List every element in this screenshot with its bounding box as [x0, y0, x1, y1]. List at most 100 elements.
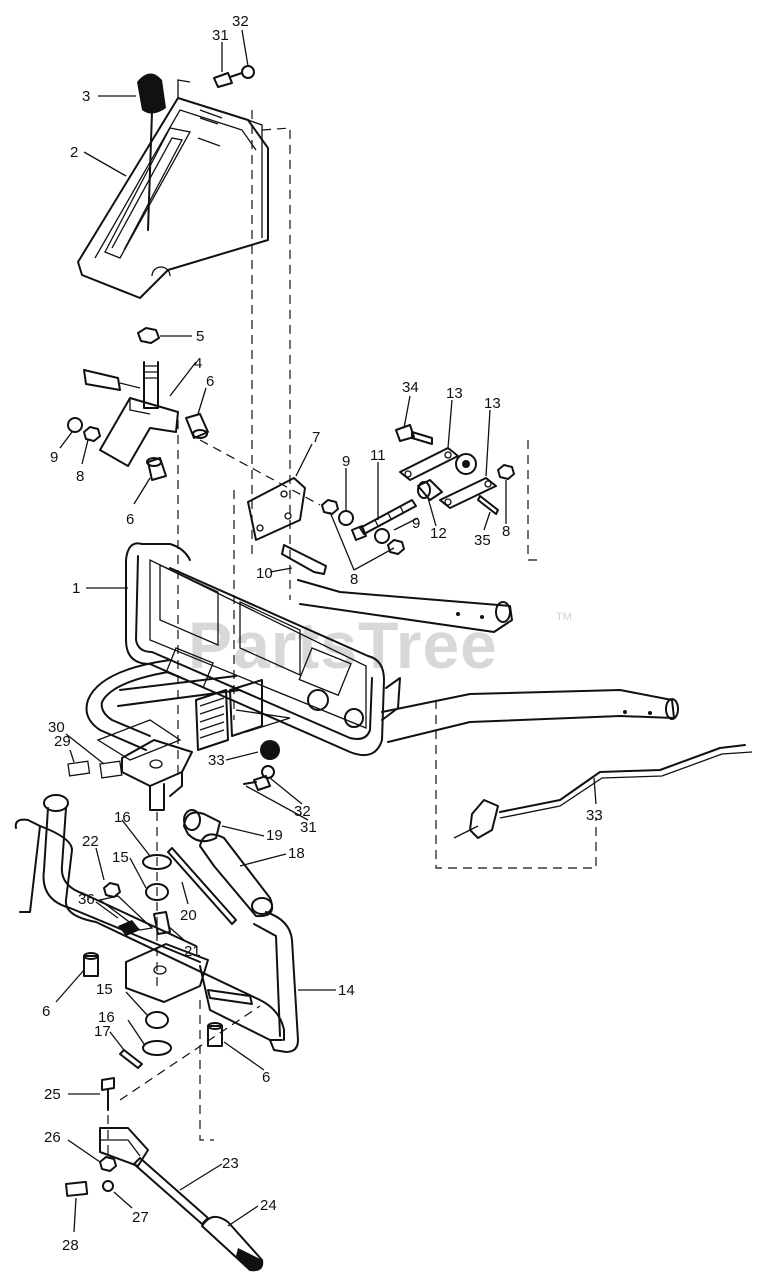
- callout-label: 32: [294, 803, 311, 820]
- callout-label: 15: [96, 981, 113, 998]
- part-nut-8-far: [497, 464, 515, 480]
- part-nut-8-mid: [321, 499, 339, 515]
- callout-label: 28: [62, 1237, 79, 1254]
- part-shifter-console: [77, 79, 269, 299]
- part-nut-8-right: [387, 539, 405, 555]
- callout-label: 13: [484, 395, 501, 412]
- alignment-lines-lower: [107, 1000, 261, 1160]
- callout-label: 36: [78, 891, 95, 908]
- part-decal-29: [67, 760, 91, 777]
- callout-label: 8: [502, 523, 510, 540]
- part-washer-15-upper: [145, 883, 169, 901]
- callout-label: 6: [126, 511, 134, 528]
- part-washer-16-lower: [142, 1040, 172, 1056]
- part-lower-bolt-washer: [243, 765, 275, 791]
- callout-label: 15: [112, 849, 129, 866]
- callout-label: 35: [474, 532, 491, 549]
- callout-label: 21: [184, 943, 201, 960]
- part-lower-bracket: [125, 943, 209, 1003]
- callout-label: 9: [50, 449, 58, 466]
- callout-label: 31: [300, 819, 317, 836]
- callout-label: 33: [586, 807, 603, 824]
- callout-label: 11: [370, 447, 386, 464]
- callout-label: 12: [430, 525, 447, 542]
- part-grip-18: [199, 833, 274, 918]
- callout-label: 7: [312, 429, 320, 446]
- callout-label: 29: [54, 733, 71, 750]
- part-washer-16-upper: [142, 854, 172, 870]
- part-top-bolt-washer: [213, 65, 255, 88]
- callout-label: 10: [256, 565, 273, 582]
- callout-label: 3: [82, 88, 90, 105]
- callout-label: 16: [114, 809, 131, 826]
- part-pin-35: [477, 495, 499, 515]
- callout-label: 5: [196, 328, 204, 345]
- callout-label: 26: [44, 1129, 61, 1146]
- callout-label: 14: [338, 982, 355, 999]
- callout-label: 8: [76, 468, 84, 485]
- callout-label: 24: [260, 1197, 277, 1214]
- callout-label: 22: [82, 833, 99, 850]
- part-washer-27: [102, 1180, 114, 1192]
- part-bushing-12: [417, 479, 443, 501]
- part-link-13: [399, 447, 497, 509]
- part-washer-9-right: [374, 528, 390, 544]
- callout-label: 31: [212, 27, 229, 44]
- callout-label: 6: [262, 1069, 270, 1086]
- part-spacer-upper: [146, 413, 209, 481]
- part-plug-33: [260, 740, 280, 760]
- part-nut-8-left: [83, 426, 101, 442]
- callout-label: 1: [72, 580, 80, 597]
- part-bolt-34: [395, 424, 433, 445]
- callout-label: 19: [266, 827, 283, 844]
- callout-label: 9: [342, 453, 350, 470]
- callout-label: 2: [70, 144, 78, 161]
- part-nut-5: [137, 327, 160, 344]
- part-decal-30: [99, 760, 123, 779]
- part-knob: [137, 73, 166, 231]
- part-washer-9-mid: [338, 510, 354, 526]
- callout-labels: 32 31 3 2 5 4 6 9 8 6 7 34 13 13 9 11 9 …: [42, 13, 603, 1254]
- callout-label: 25: [44, 1086, 61, 1103]
- callout-label: 16: [98, 1009, 115, 1026]
- part-rod-20: [167, 847, 237, 925]
- part-decal-28: [64, 1180, 89, 1197]
- part-lower-handle-14: [14, 794, 299, 1053]
- callout-label: 17: [94, 1023, 111, 1040]
- callout-label: 20: [180, 907, 197, 924]
- part-spacer-lower: [83, 952, 223, 1047]
- watermark-trademark: TM: [556, 611, 572, 623]
- part-washer-15-lower: [145, 1011, 169, 1029]
- callout-label: 30: [48, 719, 65, 736]
- callout-label: 13: [446, 385, 463, 402]
- part-cable-33: [435, 700, 753, 869]
- part-bolt-10: [281, 544, 327, 575]
- part-plate-7: [247, 477, 306, 541]
- callout-label: 9: [412, 515, 420, 532]
- callout-label: 6: [206, 373, 214, 390]
- callout-leaders: [55, 29, 597, 1233]
- part-washer-9-left: [67, 417, 83, 433]
- part-nut-26: [99, 1156, 117, 1172]
- part-grip-24: [201, 1215, 264, 1272]
- alignment-lines-upper: [177, 110, 540, 780]
- part-nut-22: [103, 882, 121, 898]
- callout-label: 6: [42, 1003, 50, 1020]
- part-cotter-17: [119, 1049, 143, 1069]
- callout-label: 34: [402, 379, 419, 396]
- part-bolt-25: [101, 1077, 115, 1111]
- callout-label: 27: [132, 1209, 149, 1226]
- part-shift-bracket: [83, 361, 179, 467]
- callout-label: 33: [208, 752, 225, 769]
- part-bolt-11: [351, 499, 417, 541]
- callout-label: 32: [232, 13, 249, 30]
- part-upper-bracket: [121, 739, 193, 811]
- part-shift-lever-23: [99, 1127, 209, 1225]
- callout-label: 4: [194, 355, 202, 372]
- callout-label: 8: [350, 571, 358, 588]
- part-grip-19: [183, 809, 221, 843]
- callout-label: 18: [288, 845, 305, 862]
- part-handle-frame: [85, 542, 679, 761]
- callout-label: 23: [222, 1155, 239, 1172]
